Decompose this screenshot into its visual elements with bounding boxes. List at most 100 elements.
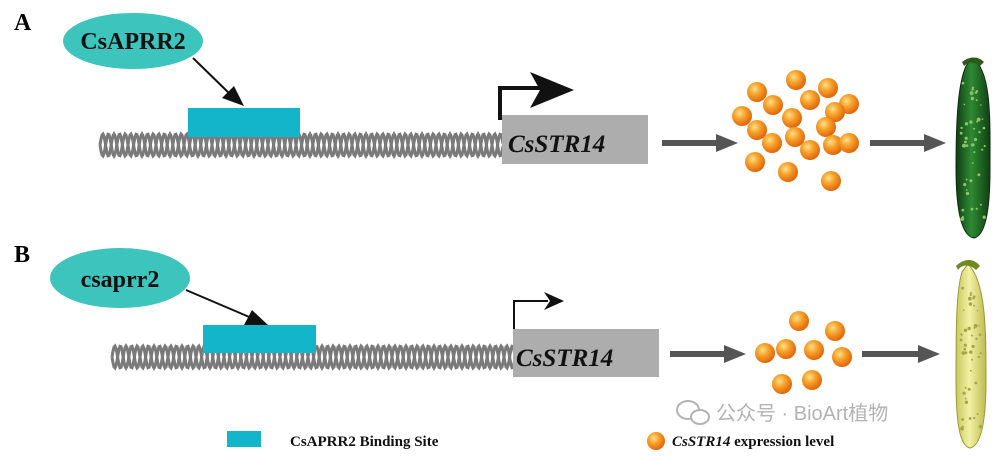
cucumber-wart bbox=[976, 310, 979, 312]
cucumber-wart bbox=[959, 131, 963, 135]
legend-binding-site-label: CsAPRR2 Binding Site bbox=[290, 434, 439, 450]
cucumber-wart bbox=[973, 304, 976, 307]
legend-expression-dot bbox=[647, 432, 665, 450]
flow-arrow-a2-head bbox=[924, 134, 946, 152]
cucumber-wart bbox=[973, 127, 976, 130]
cucumber-wart bbox=[973, 416, 976, 420]
cucumber-wart bbox=[962, 391, 966, 395]
expression-dot bbox=[745, 152, 765, 172]
cucumber-wart bbox=[961, 81, 965, 85]
expression-dots-b bbox=[755, 311, 852, 394]
expression-dot bbox=[786, 70, 806, 90]
gene-box-a bbox=[502, 115, 648, 164]
promoter-arrow-a-stem bbox=[498, 86, 540, 120]
gene-label-a: CsSTR14 bbox=[508, 131, 605, 158]
regulator-ellipse-a bbox=[63, 13, 203, 69]
expression-dot bbox=[825, 321, 845, 341]
cucumber-wart bbox=[968, 417, 972, 420]
cucumber-wart bbox=[971, 344, 975, 349]
cucumber-wart bbox=[973, 151, 976, 154]
cucumber-wart bbox=[975, 207, 978, 210]
expression-dot bbox=[762, 133, 782, 153]
cucumber-wart bbox=[964, 122, 969, 126]
cucumber-wart bbox=[978, 333, 982, 337]
flow-arrow-b2-head bbox=[918, 345, 940, 363]
cucumber-wart bbox=[971, 162, 974, 164]
regulator-label-a: CsAPRR2 bbox=[80, 29, 185, 55]
expression-dot bbox=[782, 108, 802, 128]
cucumber-wart bbox=[964, 397, 967, 400]
expression-dot bbox=[821, 171, 841, 191]
cucumber-wart bbox=[974, 381, 978, 385]
gene-label-b: CsSTR14 bbox=[516, 345, 613, 372]
cucumber-wart bbox=[969, 293, 972, 296]
binding-arrow-b-head bbox=[244, 310, 268, 325]
cucumber-wart bbox=[982, 126, 986, 130]
expression-dot bbox=[804, 340, 824, 360]
watermark: 公众号 · BioArt植物 bbox=[676, 400, 888, 425]
cucumber-wart bbox=[981, 148, 984, 151]
expression-dots-a bbox=[732, 70, 859, 191]
cucumber-wart bbox=[973, 137, 978, 142]
expression-dot bbox=[755, 343, 775, 363]
promoter-arrow-a-head bbox=[530, 72, 574, 108]
cucumber-wart bbox=[970, 96, 974, 101]
expression-dot bbox=[772, 374, 792, 394]
dna-strand bbox=[110, 343, 517, 371]
cucumber-wart bbox=[980, 104, 982, 106]
expression-dot bbox=[823, 135, 843, 155]
regulator-label-b: csaprr2 bbox=[81, 267, 160, 293]
cucumber-wart bbox=[967, 387, 971, 391]
dna-helix-b bbox=[110, 343, 517, 371]
wechat-icon bbox=[676, 400, 710, 425]
cucumber-wart bbox=[977, 355, 980, 359]
legend: CsAPRR2 Binding Site CsSTR14 expression … bbox=[227, 431, 834, 450]
cucumber-wart bbox=[977, 173, 981, 177]
expression-dot bbox=[776, 339, 796, 359]
cucumber-wart bbox=[971, 358, 974, 361]
binding-arrow-b-line bbox=[185, 289, 255, 320]
cucumber-wart bbox=[970, 334, 973, 337]
cucumber-wart bbox=[960, 126, 963, 130]
promoter-arrow-b-stem bbox=[513, 300, 548, 330]
cucumber-wart bbox=[965, 178, 968, 181]
cucumber-wart bbox=[963, 343, 967, 347]
panel-a: A CsAPRR2 CsSTR14 bbox=[14, 10, 991, 239]
expression-dot bbox=[818, 78, 838, 98]
cucumber-wart bbox=[973, 323, 978, 328]
cucumber-dark bbox=[955, 57, 991, 239]
cucumber-wart bbox=[967, 296, 972, 301]
panel-b: B csaprr2 CsSTR14 bbox=[14, 242, 987, 449]
dna-strand bbox=[98, 131, 505, 159]
cucumber-wart bbox=[962, 143, 966, 148]
cucumber-wart bbox=[963, 103, 966, 106]
cucumber-wart bbox=[979, 203, 982, 206]
cucumber-wart bbox=[967, 326, 971, 331]
expression-dot bbox=[802, 370, 822, 390]
gene-box-b bbox=[513, 329, 659, 377]
expression-dot bbox=[785, 127, 805, 147]
cucumber-wart bbox=[960, 426, 964, 431]
cucumber-wart bbox=[972, 297, 975, 300]
cucumber-wart bbox=[961, 351, 966, 355]
cucumber-wart bbox=[975, 337, 978, 340]
expression-dot bbox=[825, 102, 845, 122]
expression-dot bbox=[778, 162, 798, 182]
cucumber-wart bbox=[974, 91, 978, 95]
cucumber-wart bbox=[963, 347, 967, 351]
expression-dot bbox=[832, 347, 852, 367]
cucumber-wart bbox=[968, 351, 972, 354]
binding-site-a bbox=[188, 108, 300, 137]
cucumber-wart bbox=[962, 309, 965, 312]
promoter-arrow-b-head bbox=[544, 292, 564, 310]
cucumber-wart bbox=[983, 144, 986, 148]
legend-expression-label: CsSTR14 expression level bbox=[672, 434, 834, 450]
cucumber-wart bbox=[971, 88, 974, 91]
cucumber-wart bbox=[965, 144, 969, 148]
expression-dot bbox=[800, 90, 820, 110]
cucumber-wart bbox=[964, 386, 967, 389]
expression-dot bbox=[747, 120, 767, 140]
cucumber-wart bbox=[963, 183, 967, 187]
cucumber-wart bbox=[965, 191, 970, 196]
